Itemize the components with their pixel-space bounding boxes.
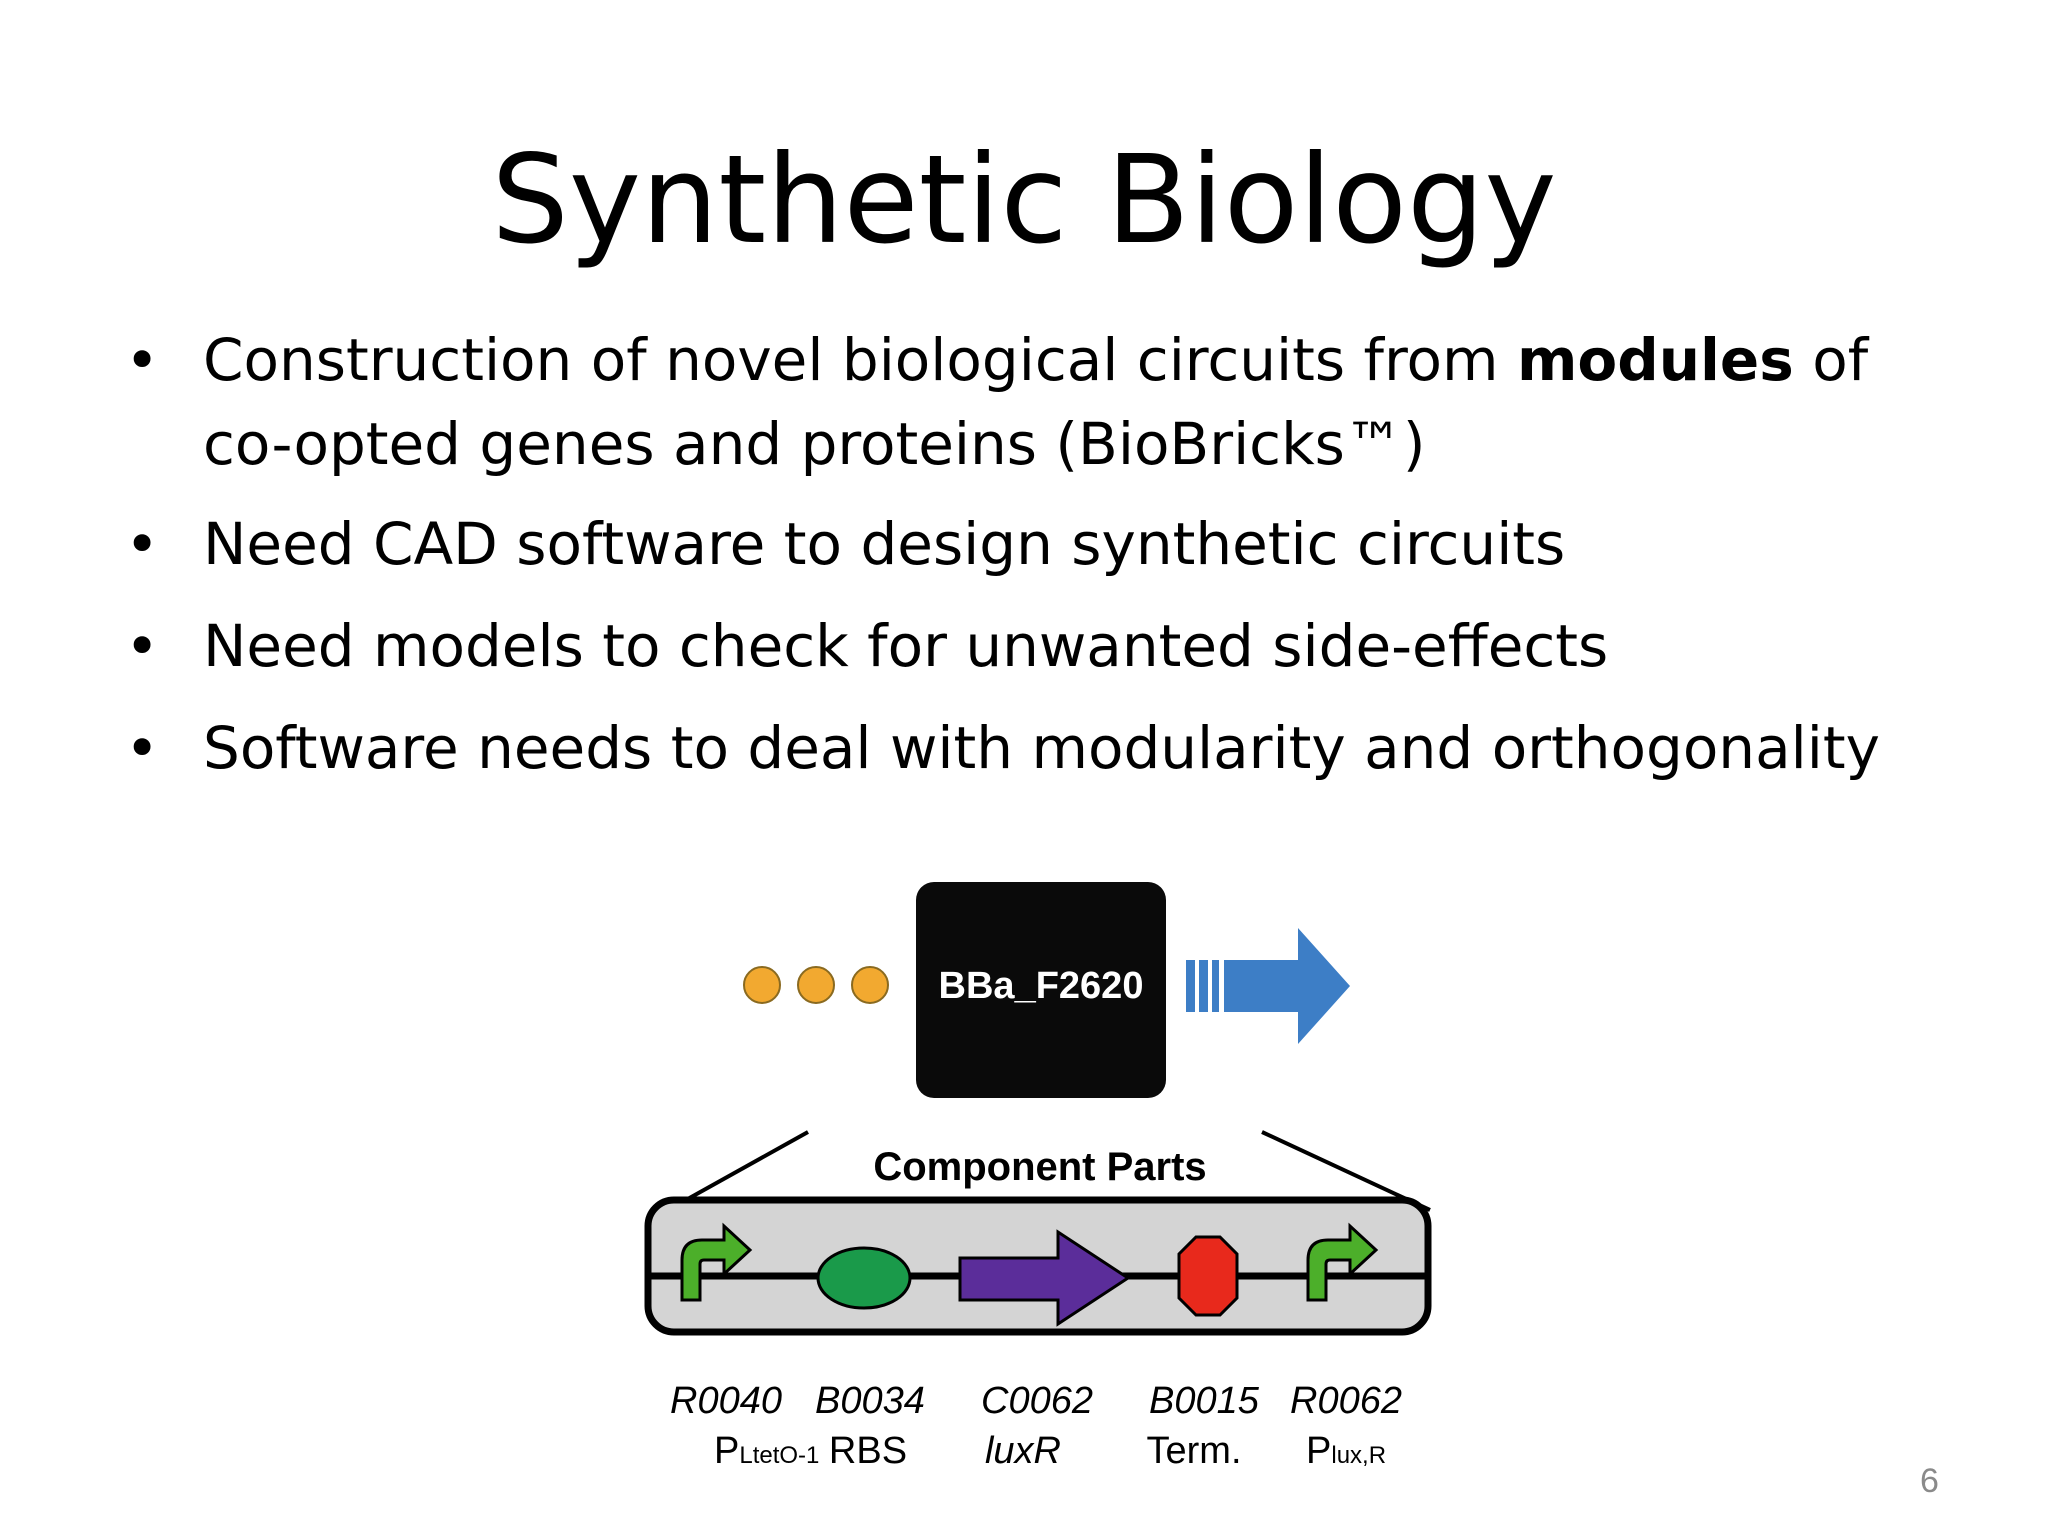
component-parts-label: Component Parts [873, 1145, 1206, 1189]
terminator-octagon-icon [1177, 1235, 1239, 1317]
slide-title: Synthetic Biology [491, 129, 1557, 271]
bullet-text: of co-opted genes and proteins (BioBrick… [203, 326, 1869, 478]
part-name-label: PLtetO-1 [714, 1430, 819, 1472]
part-name-label: RBS [829, 1430, 907, 1472]
part-id-label: R0062 [1290, 1380, 1402, 1422]
bullet-text: Construction of novel biological circuit… [203, 326, 1517, 394]
part-id-label: B0015 [1149, 1380, 1260, 1422]
bullet-text: Need CAD software to design synthetic ci… [203, 510, 1566, 578]
bullet-marker: • [125, 612, 160, 680]
part-name-subscript: LtetO-1 [739, 1442, 819, 1469]
part-id-label: C0062 [981, 1380, 1093, 1422]
device-label: BBa_F2620 [939, 965, 1144, 1007]
promoter-arrow-icon [1306, 1222, 1379, 1302]
bullet-marker: • [125, 714, 160, 782]
bullet-item: • Construction of novel biological circui… [125, 318, 1925, 486]
part-id-label: B0034 [815, 1380, 925, 1422]
output-arrow-icon [1186, 928, 1350, 1044]
bullet-bold-text: modules [1516, 326, 1794, 394]
page-number: 6 [1920, 1462, 1939, 1500]
part-name-main: P [714, 1430, 739, 1472]
device-box [916, 882, 1166, 1098]
part-name-subscript: lux,R [1331, 1442, 1386, 1469]
part-id-label: R0040 [670, 1380, 782, 1422]
promoter-arrow-icon [680, 1222, 753, 1302]
bullet-marker: • [125, 510, 160, 578]
rbs-oval-icon [816, 1246, 912, 1310]
coding-sequence-arrow-icon [958, 1229, 1131, 1327]
bullet-text: Need models to check for unwanted side-e… [203, 612, 1609, 680]
bullet-item: • Need CAD software to design synthetic c… [125, 502, 1925, 586]
biobrick-figure: BBa_F2620 Component Parts R0040 B003 [640, 860, 1460, 1500]
bullet-text: Software needs to deal with modularity a… [203, 714, 1880, 782]
part-name-label: Term. [1147, 1430, 1242, 1472]
part-name-label: Plux,R [1306, 1430, 1386, 1472]
input-dot-icon [743, 966, 781, 1004]
part-name-main: P [1306, 1430, 1331, 1472]
input-dot-icon [797, 966, 835, 1004]
biobrick-diagram: BBa_F2620 Component Parts R0040 B003 [644, 882, 1432, 1472]
part-name-label: luxR [985, 1430, 1061, 1472]
bullet-item: • Need models to check for unwanted side-… [125, 604, 1925, 688]
bullet-item: • Software needs to deal with modularity … [125, 706, 1925, 790]
bullet-list: • Construction of novel biological circui… [125, 318, 1925, 808]
input-dot-icon [851, 966, 889, 1004]
bullet-marker: • [125, 326, 160, 394]
